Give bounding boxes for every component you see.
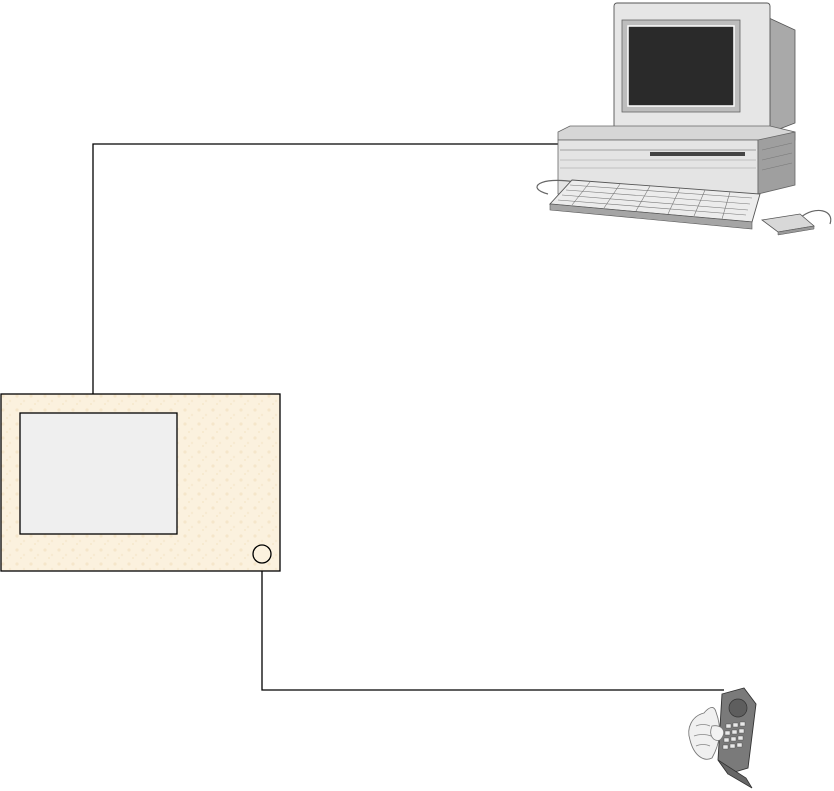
mobile-phone-in-hand-icon	[689, 688, 756, 788]
data-cable-line	[93, 144, 558, 394]
desktop-computer-icon	[537, 3, 831, 235]
instrument-screen	[20, 413, 177, 534]
rf-cable-line	[262, 563, 724, 690]
test-instrument-icon	[1, 394, 280, 571]
computer-screen	[628, 26, 734, 106]
rf-port-icon	[253, 545, 271, 563]
